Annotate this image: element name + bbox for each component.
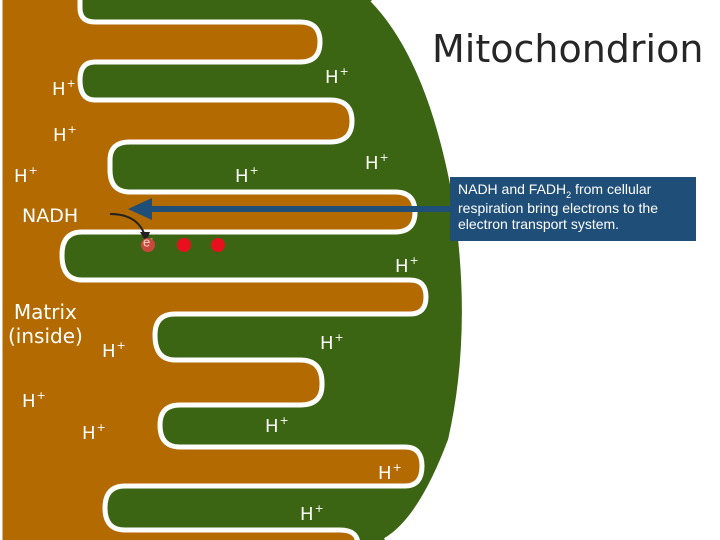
proton-label: H+ (235, 164, 259, 187)
electron-symbol: e (143, 234, 151, 250)
electron-dot (211, 238, 225, 252)
proton-label: H+ (365, 151, 389, 174)
nadh-label: NADH (22, 205, 79, 227)
input-arrow-head (128, 198, 152, 220)
matrix-region (0, 0, 429, 540)
proton-label: H+ (320, 331, 344, 354)
electron-path (109, 198, 452, 242)
proton-label: H+ (14, 164, 38, 187)
proton-label: H+ (378, 461, 402, 484)
diagram-title: Mitochondrion (432, 27, 704, 71)
curved-arrow-head (140, 232, 150, 242)
proton-label: H+ (53, 123, 77, 146)
matrix-label: Matrix (inside) (8, 300, 83, 348)
electron-dots (141, 238, 225, 252)
info-text-end: from cellular respiration bring electron… (458, 181, 658, 233)
proton-label: H+ (300, 502, 324, 525)
proton-label: H+ (82, 421, 106, 444)
info-subscript: 2 (566, 189, 572, 200)
info-box: NADH and FADH2 from cellular respiration… (450, 177, 696, 241)
matrix-label-line2: (inside) (8, 324, 83, 348)
info-text-start: NADH and FADH (458, 181, 567, 197)
electron-dot (177, 238, 191, 252)
proton-label: H+ (22, 389, 46, 412)
electron-dot (141, 238, 155, 252)
proton-label: H+ (52, 77, 76, 100)
outer-membrane (370, 0, 466, 540)
proton-label: H+ (102, 339, 126, 362)
matrix-label-line1: Matrix (13, 300, 77, 324)
proton-label: H+ (265, 414, 289, 437)
proton-label: H+ (395, 254, 419, 277)
electron-label: e- (143, 234, 153, 250)
outer-region (372, 0, 720, 540)
proton-label: H+ (325, 65, 349, 88)
